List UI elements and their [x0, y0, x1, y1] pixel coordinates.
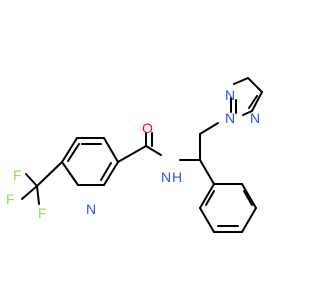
bonds — [21, 77, 263, 233]
fluorine-3-label: F — [13, 167, 22, 183]
amide-hydrogen-label: H — [172, 169, 182, 185]
triazole-n3-label: N — [250, 110, 260, 126]
oxygen-label: O — [142, 120, 153, 136]
fluorine-1-label: F — [6, 191, 15, 207]
chemical-structure: O N H N N N N F F F — [6, 77, 263, 233]
fluorine-2-label: F — [38, 205, 47, 221]
triazole-n2-label: N — [225, 87, 235, 103]
triazole-n1-label: N — [225, 110, 235, 126]
amide-nitrogen-label: N — [161, 169, 171, 185]
atom-labels: O N H N N N N F F F — [6, 87, 260, 221]
pyridine-nitrogen-label: N — [86, 201, 96, 217]
